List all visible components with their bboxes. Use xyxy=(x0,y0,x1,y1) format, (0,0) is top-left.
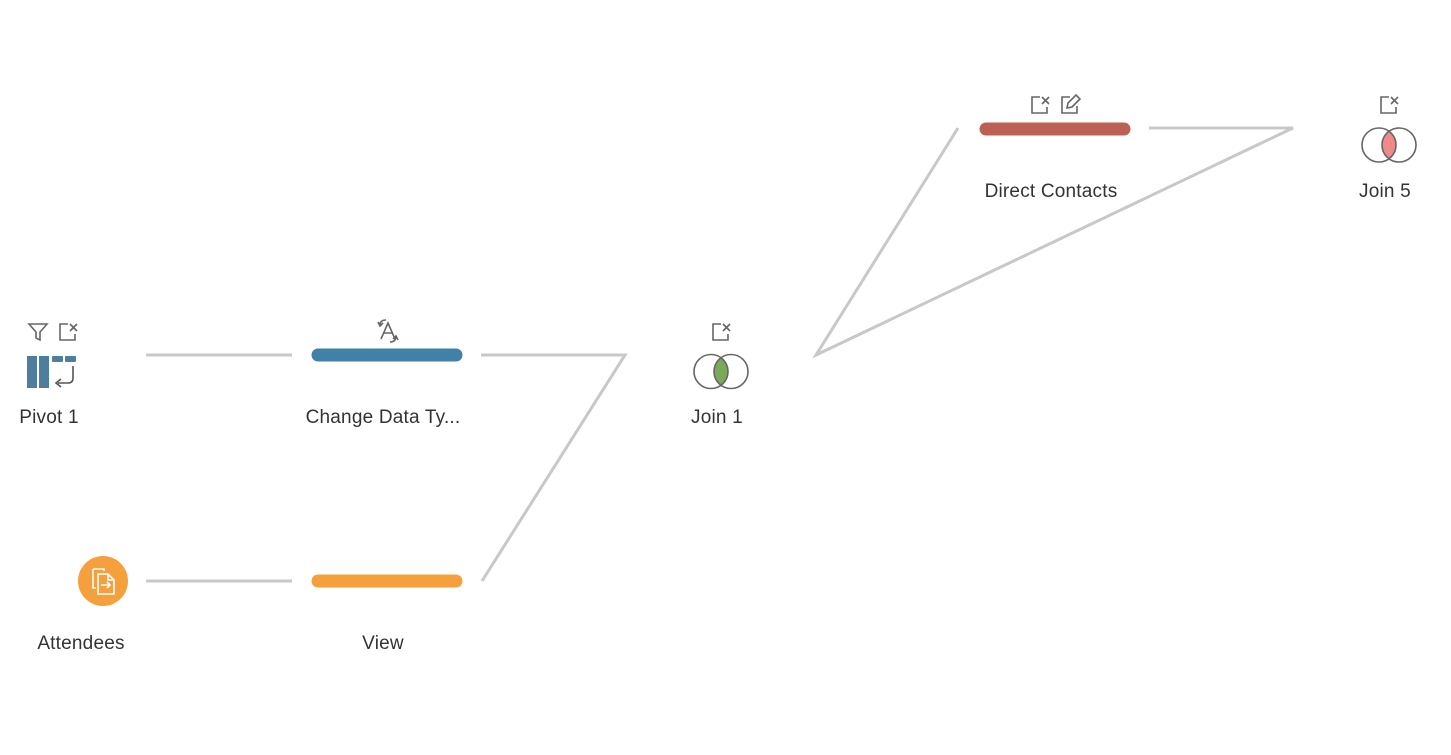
remove-field-icon[interactable] xyxy=(59,323,78,341)
node-label-change-data-type[interactable]: Change Data Ty... xyxy=(305,407,461,428)
connector-join1-to-direct xyxy=(812,126,1294,359)
change-type-icon[interactable] xyxy=(377,319,399,343)
inner-join-icon xyxy=(1361,127,1417,163)
node-label-join1[interactable]: Join 1 xyxy=(691,407,743,428)
node-label-view[interactable]: View xyxy=(362,633,404,654)
node-change-data-type[interactable] xyxy=(311,319,463,362)
connector-change-to-join1 xyxy=(480,353,628,582)
node-attendees[interactable] xyxy=(78,556,128,606)
node-join5[interactable] xyxy=(1361,96,1417,163)
node-join1[interactable] xyxy=(693,323,749,390)
node-label-join5[interactable]: Join 5 xyxy=(1359,181,1411,202)
input-file-icon xyxy=(92,568,115,595)
node-label-direct-contacts[interactable]: Direct Contacts xyxy=(984,181,1118,202)
node-label-attendees[interactable]: Attendees xyxy=(37,633,125,654)
inner-join-icon xyxy=(693,353,749,390)
remove-field-icon[interactable] xyxy=(1031,96,1050,114)
filter-icon[interactable] xyxy=(27,323,49,342)
node-label-pivot1[interactable]: Pivot 1 xyxy=(19,407,79,428)
remove-field-icon[interactable] xyxy=(1380,96,1399,114)
rename-field-icon[interactable] xyxy=(1061,93,1082,114)
connectors xyxy=(146,126,1294,583)
pivot-icon xyxy=(27,356,76,388)
node-pivot1[interactable] xyxy=(27,323,78,388)
node-direct-contacts[interactable] xyxy=(979,93,1131,136)
attendees-circle[interactable] xyxy=(78,556,128,606)
remove-field-icon[interactable] xyxy=(712,323,731,341)
